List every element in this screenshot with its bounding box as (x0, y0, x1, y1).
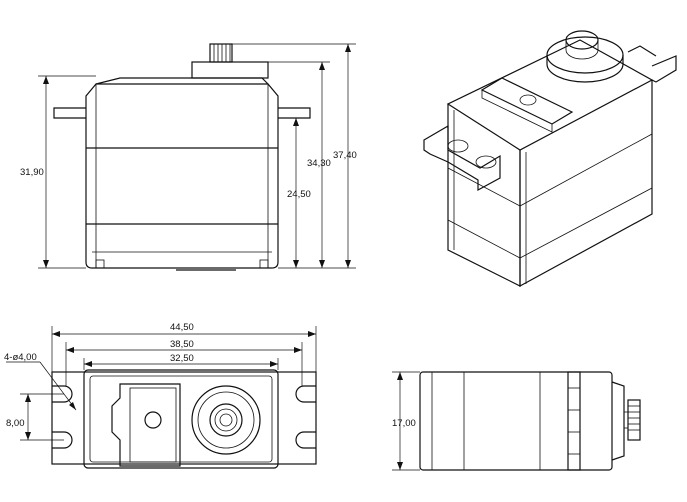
dim-side-width: 17,00 (392, 418, 416, 429)
dim-front-lower-height: 24,50 (287, 189, 311, 200)
dim-front-total-height: 37,40 (333, 150, 357, 161)
dim-top-slot-spacing: 8,00 (6, 418, 25, 429)
side-view: 17,00 (392, 371, 641, 471)
dim-top-body-width: 32,50 (170, 353, 194, 364)
dim-top-hole-spec: 4-ø4,00 (4, 352, 37, 363)
top-view: 44,50 38,50 32,50 4-ø4,00 8,00 (4, 322, 317, 469)
dim-front-body-height: 34,30 (307, 158, 331, 169)
dim-top-hole-spacing: 38,50 (170, 339, 194, 350)
dim-front-left-height: 31,90 (20, 167, 44, 178)
front-view: 31,90 24,50 34,30 37,40 (20, 43, 357, 271)
dim-top-mount-width: 44,50 (170, 322, 194, 333)
isometric-view (423, 30, 677, 288)
